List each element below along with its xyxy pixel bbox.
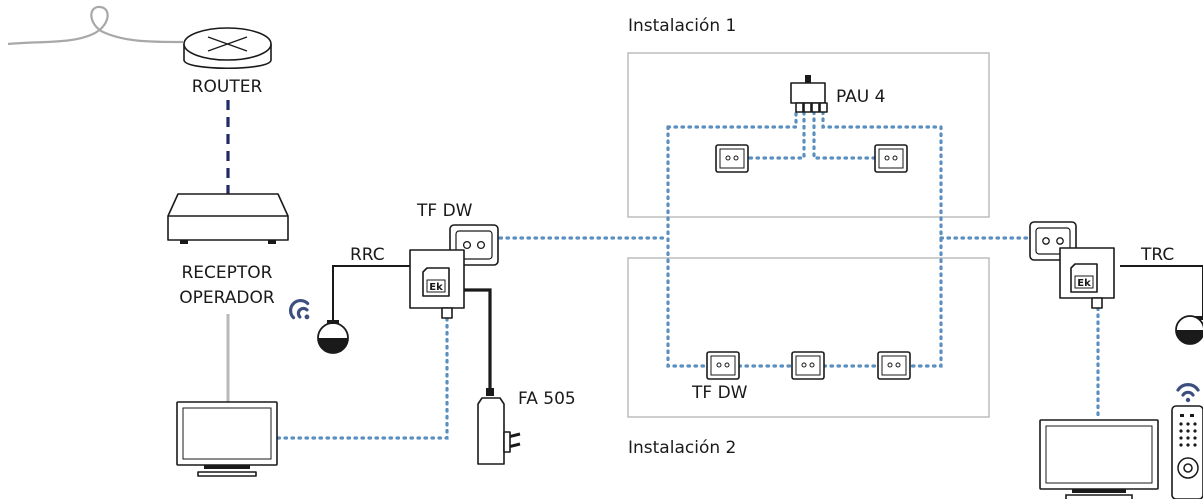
set-top-box-icon	[167, 193, 289, 244]
instalacion-1-label: Instalación 1	[628, 16, 736, 36]
receptor-label-line1: RECEPTOR	[182, 263, 273, 283]
receptor-label-line2: OPERADOR	[179, 288, 275, 308]
ir-receiver-icon	[317, 320, 349, 354]
ek-module-left: Ek	[409, 249, 465, 319]
tf-dw-bottom-label: TF DW	[691, 383, 748, 403]
ek-logo-right: Ek	[1077, 278, 1091, 289]
pau-splitter-icon	[790, 75, 828, 113]
socket-inst1-left	[715, 144, 749, 173]
coax-top-bus	[666, 110, 798, 129]
router-icon	[183, 27, 272, 69]
coax-right-riser	[908, 125, 943, 368]
rrc-wire	[332, 265, 410, 322]
installation-2-box	[627, 257, 990, 418]
power-cable	[462, 288, 492, 392]
coax-left-riser	[666, 125, 709, 368]
socket-inst2-3	[877, 351, 911, 380]
tv-icon	[176, 401, 278, 477]
coax-pau-left-branch	[748, 110, 806, 160]
remote-control-icon	[1171, 405, 1203, 499]
socket-inst2-2	[791, 351, 825, 380]
ek-logo-left: Ek	[429, 282, 443, 293]
socket-inst2-1	[706, 351, 740, 380]
coax-tv-left	[276, 314, 449, 440]
tf-dw-top-label: TF DW	[416, 201, 473, 221]
ir-receiver-icon-right	[1175, 315, 1203, 345]
fa505-label: FA 505	[518, 389, 576, 409]
internet-cable	[7, 5, 184, 46]
ek-module-right: Ek	[1059, 247, 1115, 309]
trc-label: TRC	[1140, 245, 1174, 265]
pau4-label: PAU 4	[836, 87, 885, 107]
tv-icon-right	[1039, 419, 1159, 499]
router-label: ROUTER	[192, 77, 263, 97]
rrc-label: RRC	[350, 245, 385, 265]
coax-pau-right	[821, 110, 943, 129]
power-adapter-icon	[477, 388, 521, 465]
wifi-icon-right	[1176, 383, 1200, 403]
coax-pau-right-branch	[812, 110, 876, 160]
instalacion-2-label: Instalación 2	[628, 438, 736, 458]
socket-inst1-right	[874, 144, 908, 173]
wifi-icon	[288, 298, 310, 320]
